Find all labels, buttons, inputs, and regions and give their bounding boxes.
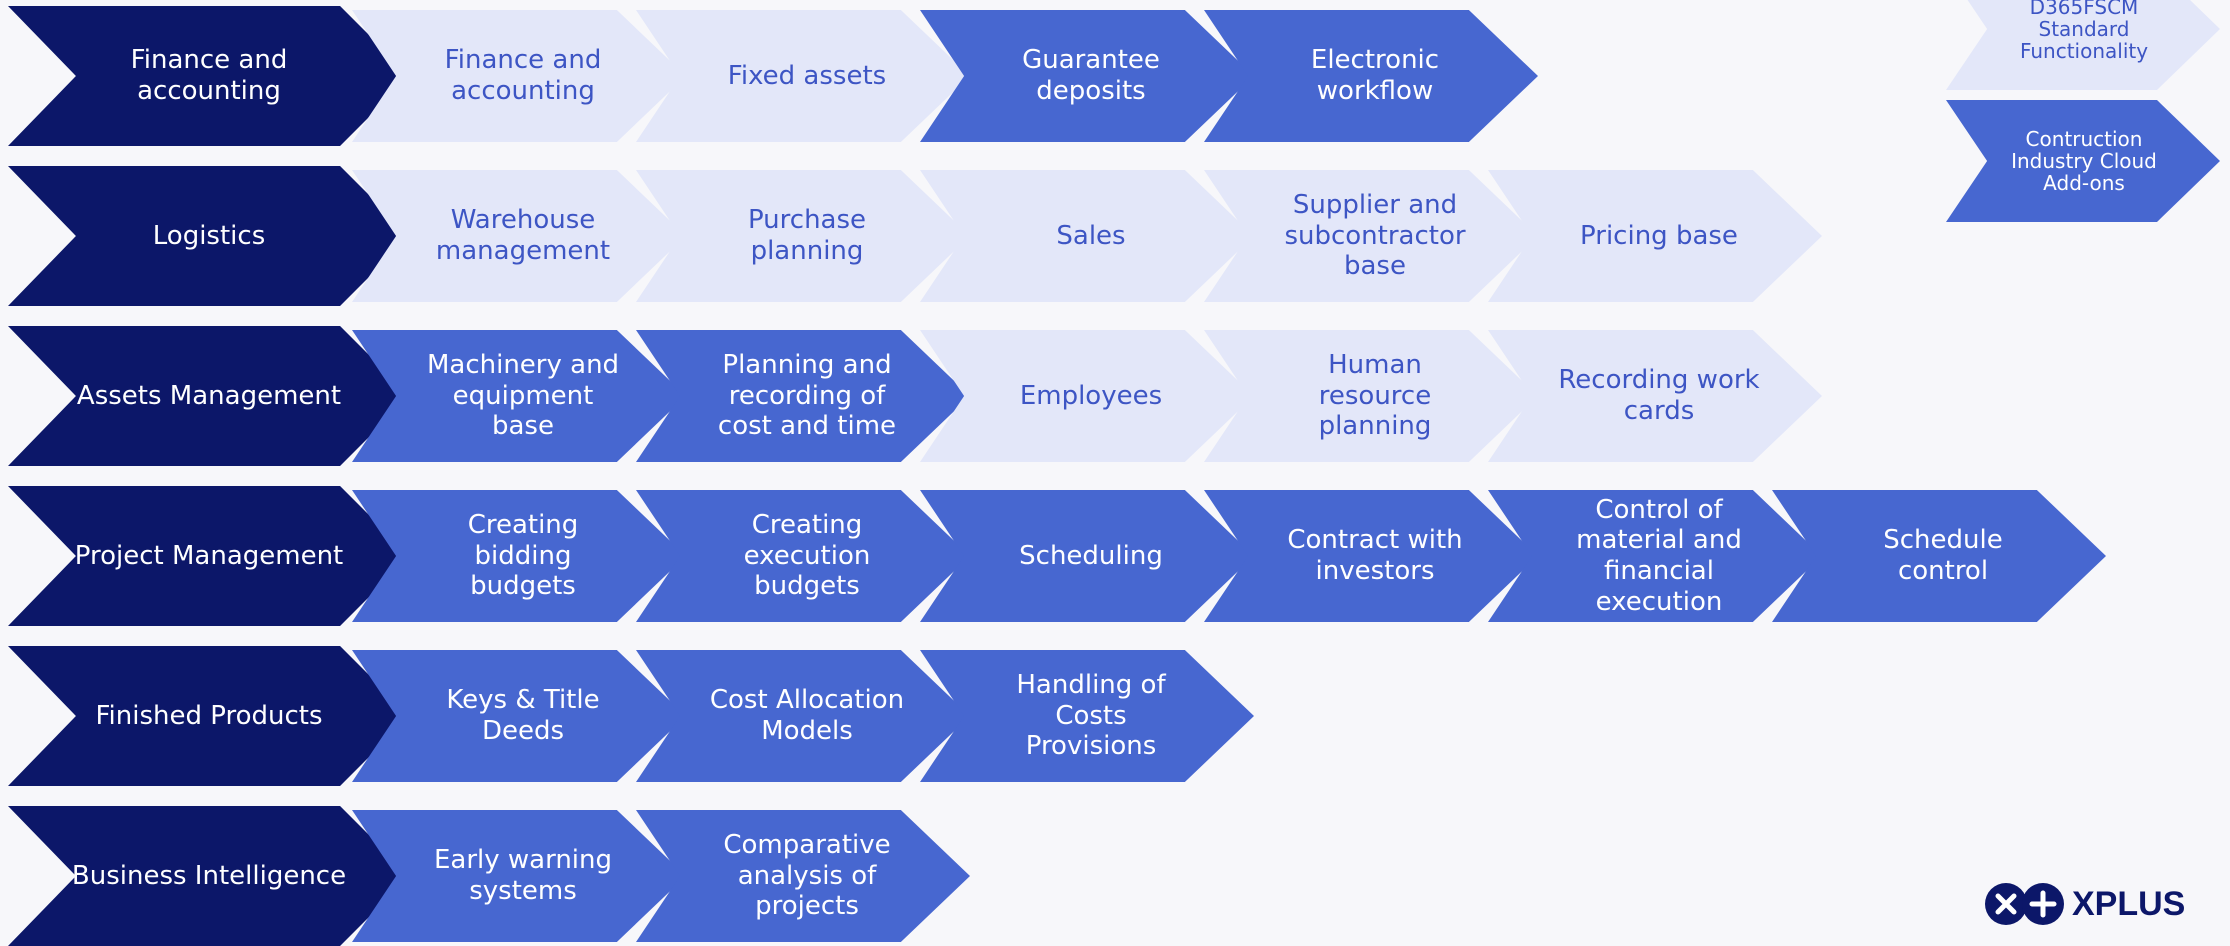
module-label: Planning and recording of cost and time — [717, 349, 897, 442]
module-label: Creating execution budgets — [743, 509, 871, 602]
module-cost-allocation-models: Cost Allocation Models — [636, 650, 970, 782]
module-contract-with-investors: Contract with investors — [1204, 490, 1538, 622]
module-label: Early warning systems — [433, 845, 613, 906]
module-label: Sales — [1056, 220, 1126, 251]
module-schedule-control: Schedule control — [1772, 490, 2106, 622]
legend-industry-cloud-addons: Contruction Industry Cloud Add-ons — [1946, 100, 2220, 222]
module-guarantee-deposits: Guarantee deposits — [920, 10, 1254, 142]
row-header-label: Assets Management — [76, 380, 342, 411]
module-warehouse-management: Warehouse management — [352, 170, 686, 302]
module-label: Scheduling — [1019, 540, 1163, 571]
module-label: Creating bidding budgets — [467, 509, 579, 602]
module-label: Warehouse management — [435, 205, 611, 266]
row-header-business-intelligence: Business Intelligence — [8, 806, 410, 946]
module-label: Pricing base — [1580, 220, 1738, 251]
module-finance-and-accounting: Finance and accounting — [352, 10, 686, 142]
module-handling-of-costs-provisions: Handling of Costs Provisions — [920, 650, 1254, 782]
module-machinery-and-equipment-base: Machinery and equipment base — [352, 330, 686, 462]
module-label: Guarantee deposits — [1022, 45, 1160, 106]
row-header-finished-products: Finished Products — [8, 646, 410, 786]
module-label: Fixed assets — [727, 60, 887, 91]
row-header-label: Business Intelligence — [71, 860, 347, 891]
module-label: Machinery and equipment base — [426, 349, 620, 442]
module-scheduling: Scheduling — [920, 490, 1254, 622]
module-control-of-material-and-financial-execution: Control of material and financial execut… — [1488, 490, 1822, 622]
module-creating-bidding-budgets: Creating bidding budgets — [352, 490, 686, 622]
module-label: Cost Allocation Models — [709, 685, 905, 746]
module-label: Keys & Title Deeds — [446, 685, 600, 746]
module-comparative-analysis-of-projects: Comparative analysis of projects — [636, 810, 970, 942]
module-keys-and-title-deeds: Keys & Title Deeds — [352, 650, 686, 782]
module-sales: Sales — [920, 170, 1254, 302]
module-employees: Employees — [920, 330, 1254, 462]
module-human-resource-planning: Human resource planning — [1204, 330, 1538, 462]
legend-standard-functionality: D365FSCM Standard Functionality — [1946, 0, 2220, 90]
row-header-assets-management: Assets Management — [8, 326, 410, 466]
module-label: Recording work cards — [1558, 365, 1760, 426]
module-label: Contract with investors — [1287, 525, 1463, 586]
module-label: Finance and accounting — [444, 45, 602, 106]
module-planning-and-recording-of-cost-and-time: Planning and recording of cost and time — [636, 330, 970, 462]
row-header-project-management: Project Management — [8, 486, 410, 626]
module-label: Human resource planning — [1318, 349, 1432, 442]
legend-label: D365FSCM Standard Functionality — [2019, 0, 2149, 63]
module-electronic-workflow: Electronic workflow — [1204, 10, 1538, 142]
row-header-logistics: Logistics — [8, 166, 410, 306]
module-label: Employees — [1019, 380, 1163, 411]
module-label: Comparative analysis of projects — [723, 829, 891, 922]
module-label: Schedule control — [1883, 525, 2003, 586]
xplus-logo-icon — [1985, 883, 2064, 925]
module-label: Electronic workflow — [1310, 45, 1440, 106]
row-header-finance-and-accounting: Finance and accounting — [8, 6, 410, 146]
row-header-label: Logistics — [152, 220, 266, 251]
module-creating-execution-budgets: Creating execution budgets — [636, 490, 970, 622]
row-header-label: Finance and accounting — [130, 45, 288, 106]
logo-text: XPLUS — [2072, 884, 2186, 923]
module-early-warning-systems: Early warning systems — [352, 810, 686, 942]
xplus-logo: XPLUS — [1984, 880, 2185, 928]
module-label: Supplier and subcontractor base — [1284, 189, 1466, 282]
module-pricing-base: Pricing base — [1488, 170, 1822, 302]
row-header-label: Project Management — [74, 540, 344, 571]
module-supplier-and-subcontractor-base: Supplier and subcontractor base — [1204, 170, 1538, 302]
legend-label: Contruction Industry Cloud Add-ons — [2011, 127, 2157, 195]
row-header-label: Finished Products — [95, 700, 323, 731]
module-recording-work-cards: Recording work cards — [1488, 330, 1822, 462]
module-label: Purchase planning — [747, 205, 867, 266]
module-label: Control of material and financial execut… — [1576, 494, 1742, 617]
module-fixed-assets: Fixed assets — [636, 10, 970, 142]
module-label: Handling of Costs Provisions — [1016, 669, 1166, 762]
module-purchase-planning: Purchase planning — [636, 170, 970, 302]
